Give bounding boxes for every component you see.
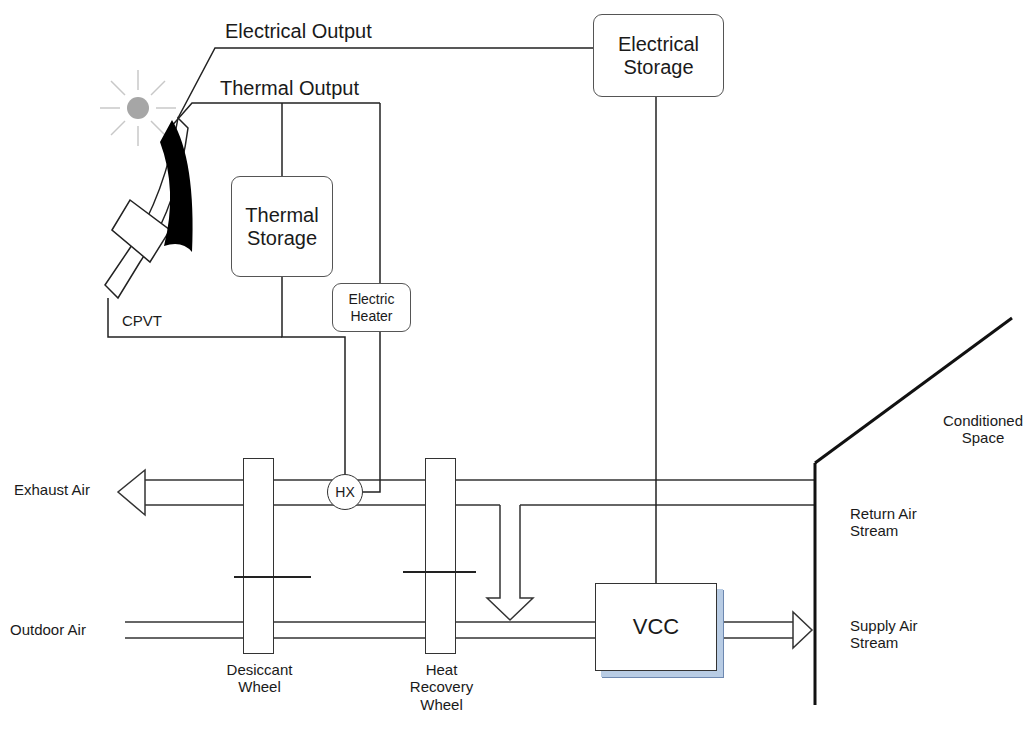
storage-box: Thermal Storage (231, 176, 333, 277)
heater-box: Electric Heater (332, 283, 411, 332)
wheel: Desiccant Wheel (243, 458, 274, 654)
wheel-label: Desiccant Wheel (222, 661, 298, 696)
absorber (160, 120, 193, 252)
node-text: Thermal Storage (238, 204, 326, 250)
node-text: Electric Heater (339, 291, 404, 323)
pipe-connector (363, 332, 380, 492)
text-label: Thermal Output (220, 77, 359, 100)
text-label: Exhaust Air (14, 481, 90, 498)
building-outline (815, 318, 1012, 705)
text-label: Supply Air Stream (850, 617, 930, 652)
vcc-unit: VCC (595, 583, 717, 671)
text-label: Electrical Output (225, 20, 372, 43)
wheel: Heat Recovery Wheel (425, 458, 456, 654)
wheel-divider (403, 571, 476, 573)
wheel-divider (234, 576, 311, 578)
node-text: Electrical Storage (600, 33, 717, 79)
text-label: Return Air Stream (850, 505, 930, 540)
heat-exchanger: HX (327, 474, 363, 510)
text-label: CPVT (122, 312, 162, 329)
wheel-label: Heat Recovery Wheel (404, 661, 480, 713)
cpvt-collector (105, 48, 594, 337)
text-label: Outdoor Air (10, 621, 86, 638)
pipe-connector (655, 97, 657, 583)
storage-box: Electrical Storage (593, 14, 724, 97)
node-text: VCC (633, 614, 679, 640)
text-label: Conditioned Space (936, 412, 1030, 447)
node-text: HX (335, 484, 354, 500)
